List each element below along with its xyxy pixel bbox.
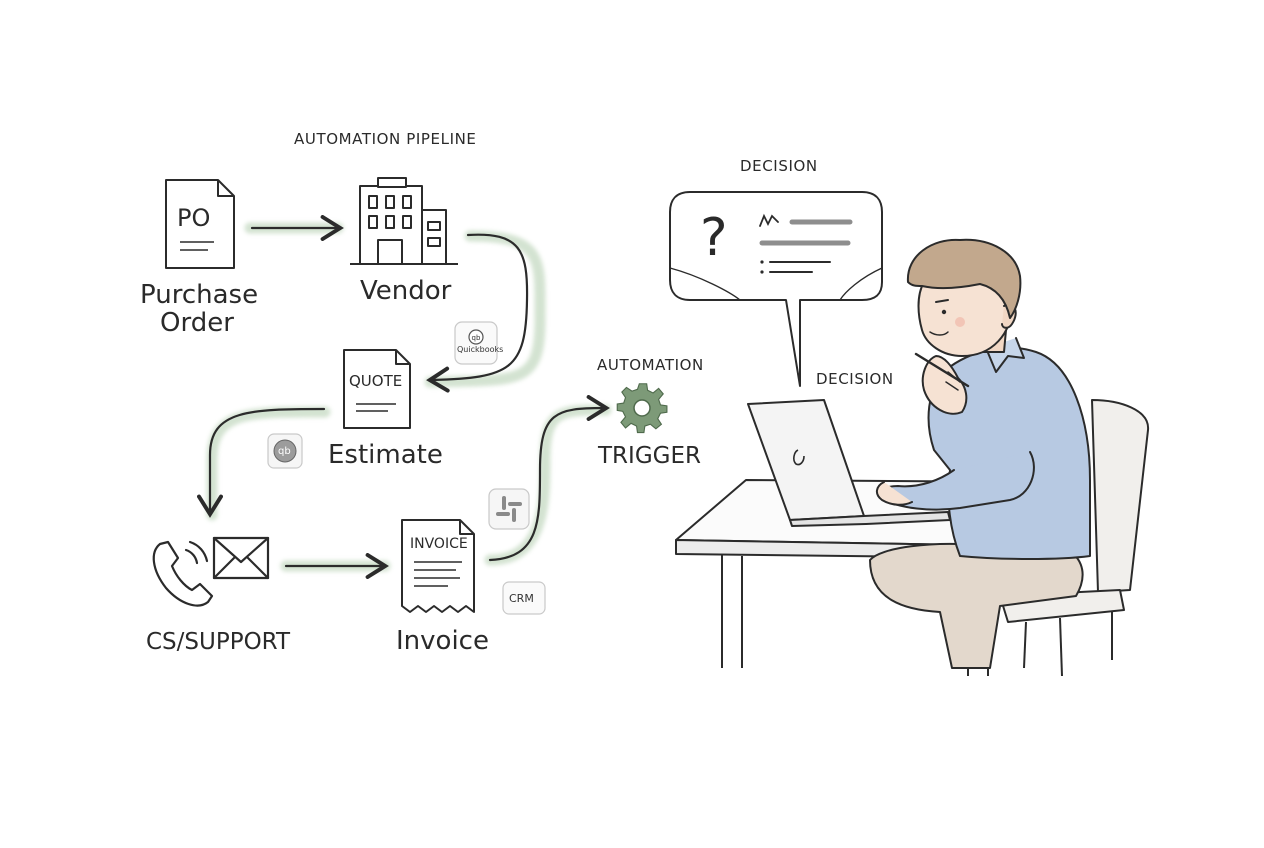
- step-label-vendor: Vendor: [360, 276, 452, 306]
- step-label-estimate: Estimate: [328, 440, 443, 470]
- person-decision-heading: DECISION: [816, 370, 894, 388]
- crm-badge-icon: [502, 581, 546, 615]
- automation-heading: AUTOMATION: [597, 356, 704, 374]
- qb-badge-label: qb: [278, 446, 291, 457]
- gear-icon: [616, 383, 668, 434]
- person: [869, 238, 1091, 669]
- invoice-document-icon: [401, 519, 475, 613]
- arrow-vendor-to-estimate: [426, 233, 529, 393]
- bubble-decision-heading: DECISION: [740, 157, 818, 175]
- po-document-icon: [165, 179, 235, 269]
- quote-document-icon: [343, 349, 411, 429]
- phone-envelope-icon: [152, 536, 270, 607]
- po-doc-text: PO: [177, 204, 211, 232]
- pipeline-arrows: [197, 215, 610, 579]
- step-label-order: Order: [160, 308, 234, 338]
- building-icon: [350, 177, 458, 265]
- step-label-cs-support: CS/SUPPORT: [146, 629, 291, 655]
- qb-badge-icon: [267, 433, 303, 469]
- bubble-lines: [759, 213, 853, 274]
- svg-text:qb: qb: [472, 334, 481, 342]
- slack-badge-icon: [488, 488, 530, 530]
- trigger-label: TRIGGER: [598, 443, 701, 469]
- arrow-invoice-to-trigger: [488, 395, 610, 562]
- crm-badge-label: CRM: [509, 592, 534, 605]
- question-mark-icon: ?: [700, 208, 728, 268]
- laptop-icon: [747, 399, 951, 527]
- quote-doc-text: QUOTE: [349, 372, 403, 390]
- quickbooks-badge-icon: qb: [454, 321, 498, 365]
- quickbooks-badge-label: Quickbooks: [457, 345, 504, 354]
- invoice-doc-text: INVOICE: [410, 536, 468, 552]
- pipeline-heading: AUTOMATION PIPELINE: [294, 130, 477, 148]
- step-label-purchase: Purchase: [140, 280, 259, 310]
- step-label-invoice: Invoice: [396, 626, 489, 656]
- arrow-estimate-to-cs: [197, 407, 326, 518]
